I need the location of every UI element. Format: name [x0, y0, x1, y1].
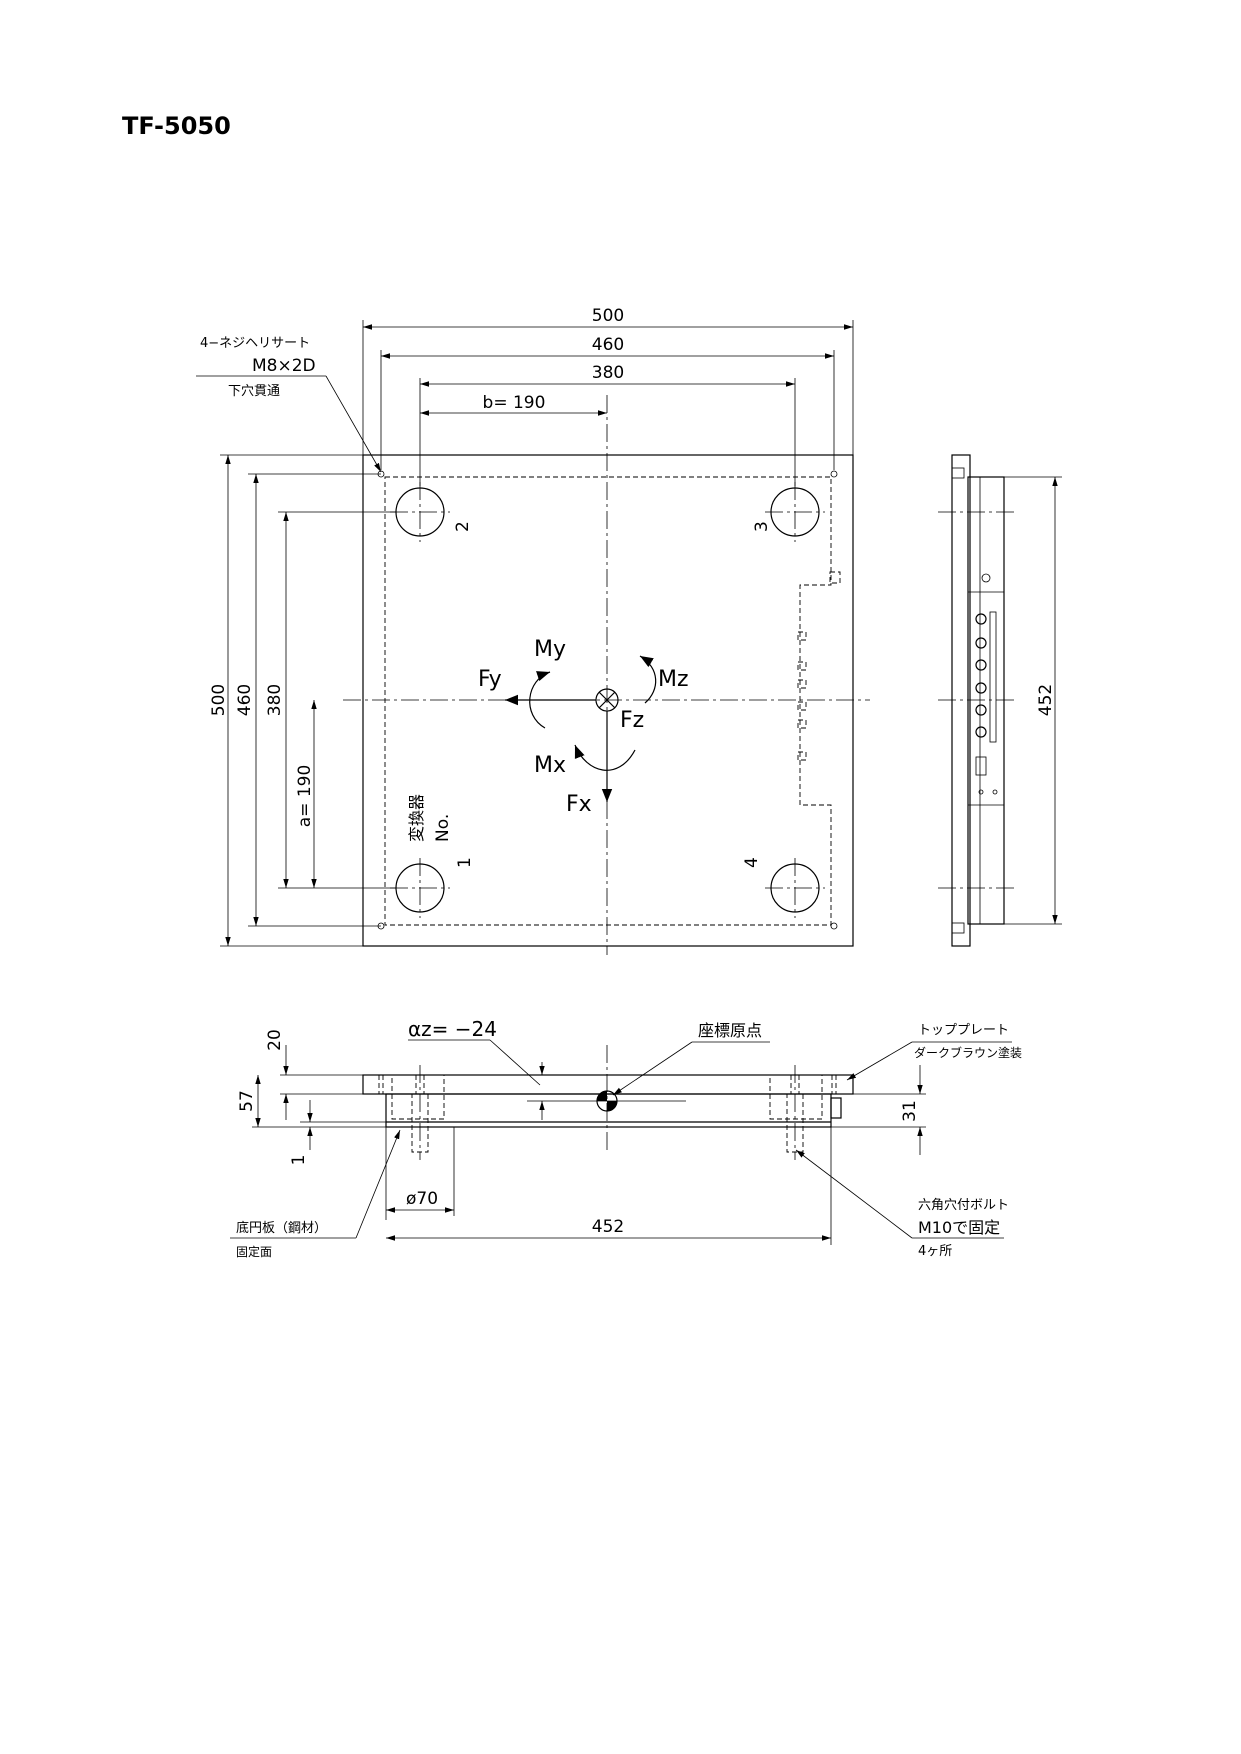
dim-dia70: ø70	[385, 1127, 455, 1220]
bolt-line1: 六角穴付ボルト	[918, 1198, 1009, 1213]
front-connector	[830, 1097, 842, 1119]
connector-panel	[975, 611, 998, 795]
bolt-line3: 4ヶ所	[918, 1244, 952, 1259]
side-base	[967, 476, 1005, 925]
dim-500-label: 500	[592, 306, 624, 326]
sensor-label-line1: 変換器	[407, 794, 426, 842]
fx-label: Fx	[566, 792, 592, 817]
mx-label: Mx	[534, 753, 566, 778]
page-title: TF-5050	[122, 112, 231, 140]
sensor-4	[765, 858, 825, 918]
dim-460v-label: 460	[235, 684, 255, 716]
dim-a190: a= 190	[295, 700, 317, 888]
mz-label: Mz	[658, 667, 689, 692]
helisert-callout: 4−ネジヘリサート M8×2D 下穴貫通	[196, 336, 382, 473]
dim-b190: b= 190	[420, 393, 607, 416]
connector-pins-hidden	[797, 631, 807, 761]
callout-line2: M8×2D	[252, 356, 316, 376]
dim-1-label: 1	[289, 1155, 309, 1166]
dim-452-side: 452	[1004, 476, 1062, 925]
side-top-plate	[951, 454, 971, 947]
dim-380v-label: 380	[265, 684, 285, 716]
origin-leader: 座標原点	[612, 1021, 770, 1096]
origin-label: 座標原点	[698, 1021, 762, 1040]
dim-b190-label: b= 190	[483, 393, 546, 413]
front-helisert	[378, 1075, 837, 1094]
dim-460-horizontal: 460	[380, 335, 835, 470]
sensor-3	[765, 482, 825, 542]
fy-label: Fy	[478, 667, 502, 692]
dim-1: 1	[289, 1100, 386, 1165]
sensor-number-2: 2	[453, 521, 473, 532]
callout-line3: 下穴貫通	[228, 384, 280, 399]
dim-380-horizontal: 380	[419, 363, 796, 486]
base-line1: 底円板（鋼材）	[236, 1220, 327, 1236]
coordinate-origin-symbol	[596, 1090, 618, 1112]
force-diagram: My Fy Mz Fz Mx Fx	[478, 637, 689, 817]
dim-452-side-label: 452	[1036, 684, 1056, 716]
callout-line1: 4−ネジヘリサート	[200, 336, 310, 351]
dim-452-front-label: 452	[592, 1217, 624, 1237]
sensor-1	[390, 858, 450, 918]
connector-hidden	[829, 571, 841, 584]
front-sensor-left	[391, 1065, 445, 1160]
sensor-number-4: 4	[742, 857, 762, 868]
dim-31-label: 31	[900, 1100, 920, 1122]
my-label: My	[534, 637, 566, 662]
sensor-label-line2: No.	[433, 814, 453, 842]
base-leader: 底円板（鋼材） 固定面	[230, 1129, 401, 1259]
dim-380-vertical: 380	[265, 511, 396, 889]
dim-57: 57	[237, 1075, 386, 1128]
fz-label: Fz	[620, 708, 644, 733]
dim-500v-label: 500	[209, 684, 229, 716]
dim-a190-label: a= 190	[295, 765, 315, 828]
dia70-label: ø70	[406, 1189, 438, 1209]
dim-az: αz= −24	[408, 1017, 545, 1120]
top-plate-outline	[362, 454, 854, 947]
dim-31: 31	[831, 1065, 926, 1155]
az-label: αz= −24	[408, 1017, 497, 1041]
dim-452-front: 452	[386, 1127, 832, 1245]
base-hidden-outline	[384, 476, 832, 926]
top-plate-line2: ダークブラウン塗装	[914, 1045, 1022, 1060]
sensor-2	[390, 482, 450, 542]
dim-57-label: 57	[237, 1090, 257, 1112]
bolt-line2: M10で固定	[918, 1218, 1000, 1237]
top-plate-line1: トッププレート	[918, 1023, 1009, 1038]
side-view: 452	[938, 454, 1062, 947]
dim-500-horizontal: 500	[362, 306, 854, 455]
mz-arc	[639, 655, 657, 704]
top-plate-leader: トッププレート ダークブラウン塗装	[846, 1023, 1022, 1081]
dim-380-label: 380	[592, 363, 624, 383]
mx-arc	[574, 744, 636, 771]
sensor-number-3: 3	[752, 521, 772, 532]
front-view: 20 57 1 31 αz= −24	[230, 1017, 1022, 1259]
dim-460-label: 460	[592, 335, 624, 355]
sensor-number-1: 1	[455, 857, 475, 868]
front-sensor-right	[769, 1065, 823, 1160]
dim-20-label: 20	[265, 1029, 285, 1051]
dim-20: 20	[265, 1029, 363, 1120]
helisert-holes	[377, 470, 838, 930]
dim-500-vertical: 500	[209, 454, 363, 947]
top-view: 2 3 1 4 変換器 No. 500 460 380 b= 190	[196, 306, 870, 955]
my-arc	[529, 671, 551, 729]
dim-460-vertical: 460	[235, 473, 381, 927]
base-line2: 固定面	[236, 1244, 272, 1259]
bolt-leader: 六角穴付ボルト M10で固定 4ヶ所	[795, 1149, 1009, 1259]
